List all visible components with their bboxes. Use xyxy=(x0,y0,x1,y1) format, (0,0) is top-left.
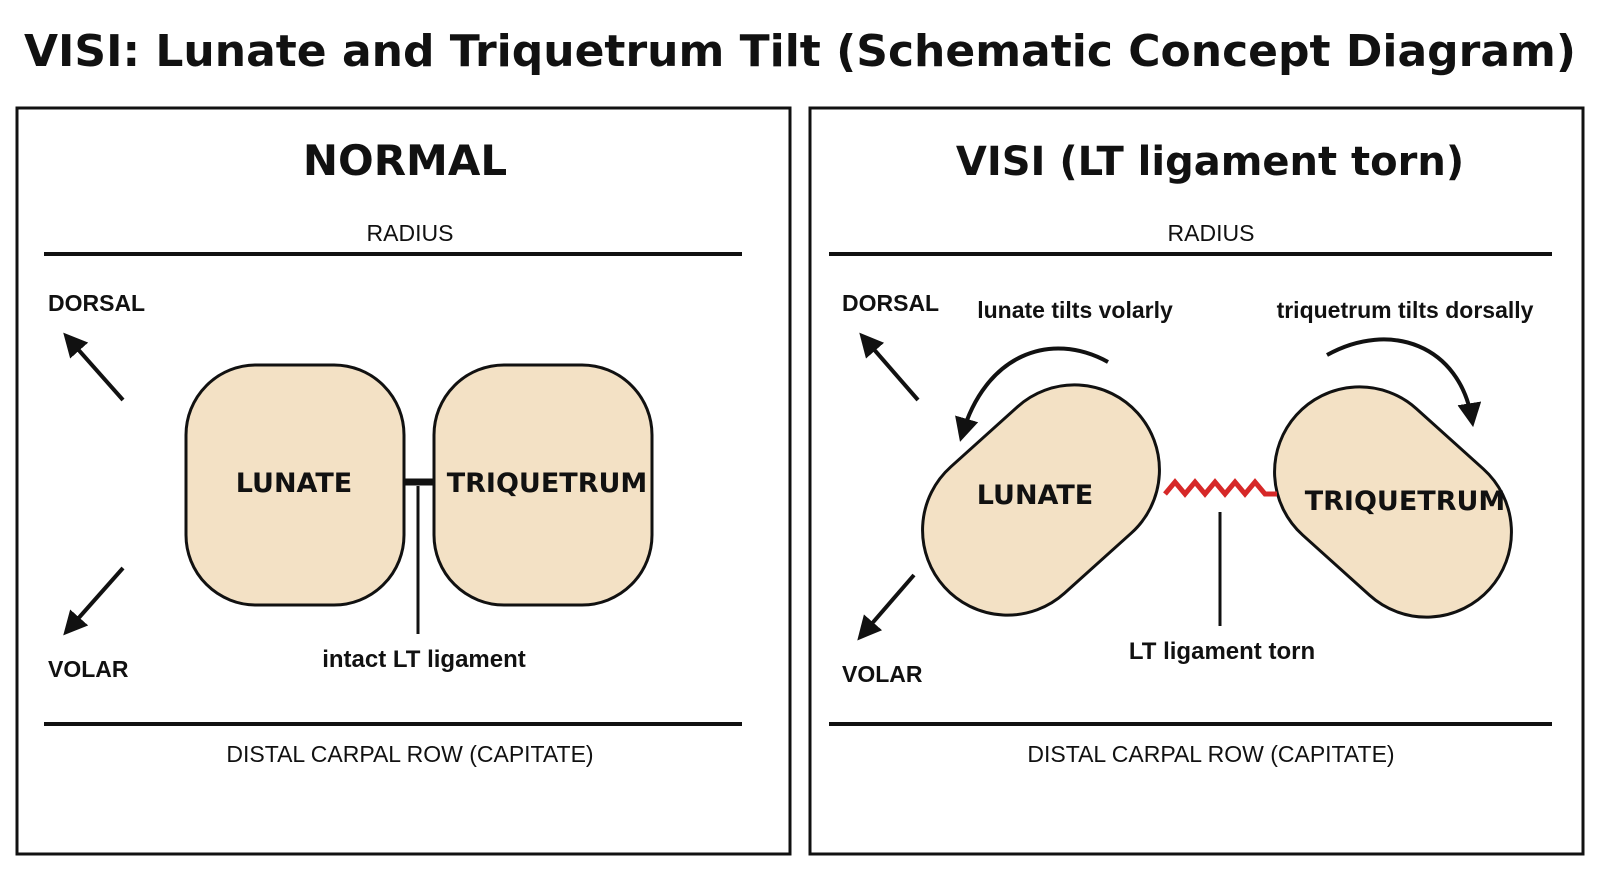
panel-visi-title: VISI (LT ligament torn) xyxy=(956,139,1464,185)
triquetrum-tilt-note: triquetrum tilts dorsally xyxy=(1277,297,1534,323)
dorsal-label: DORSAL xyxy=(842,290,939,316)
capitate-label: DISTAL CARPAL ROW (CAPITATE) xyxy=(226,741,593,767)
lunate-bone xyxy=(921,383,1161,617)
volar-label: VOLAR xyxy=(48,656,129,682)
radius-label: RADIUS xyxy=(1168,220,1255,246)
lunate-tilt-note: lunate tilts volarly xyxy=(977,297,1173,323)
triquetrum-label: TRIQUETRUM xyxy=(1305,486,1506,517)
torn-ligament-label: LT ligament torn xyxy=(1129,638,1315,665)
dorsal-label: DORSAL xyxy=(48,290,145,316)
volar-arrow-icon xyxy=(63,566,125,636)
panel-visi: VISI (LT ligament torn) RADIUS DORSAL VO… xyxy=(808,106,1585,856)
volar-label: VOLAR xyxy=(842,661,923,687)
dorsal-arrow-icon xyxy=(859,332,920,402)
panel-normal-frame xyxy=(15,106,792,856)
torn-lt-ligament xyxy=(1163,478,1277,498)
capitate-label: DISTAL CARPAL ROW (CAPITATE) xyxy=(1027,741,1394,767)
diagram-title: VISI: Lunate and Triquetrum Tilt (Schema… xyxy=(24,26,1576,77)
triquetrum-tilt-arrow-icon xyxy=(1326,337,1482,428)
triquetrum-label: TRIQUETRUM xyxy=(447,468,648,499)
radius-label: RADIUS xyxy=(367,220,454,246)
lunate-label: LUNATE xyxy=(977,480,1093,511)
lunate-label: LUNATE xyxy=(236,468,352,499)
dorsal-arrow-icon xyxy=(63,332,125,402)
triquetrum-bone xyxy=(1273,385,1513,619)
lunate-tilt-arrow-icon xyxy=(955,346,1109,442)
volar-arrow-icon xyxy=(857,573,916,641)
panel-normal: NORMAL RADIUS DORSAL VOLAR LUNATE TRIQUE… xyxy=(15,106,792,856)
panel-visi-frame xyxy=(808,106,1585,856)
intact-ligament-label: intact LT ligament xyxy=(322,646,526,673)
panel-normal-title: NORMAL xyxy=(303,136,507,185)
